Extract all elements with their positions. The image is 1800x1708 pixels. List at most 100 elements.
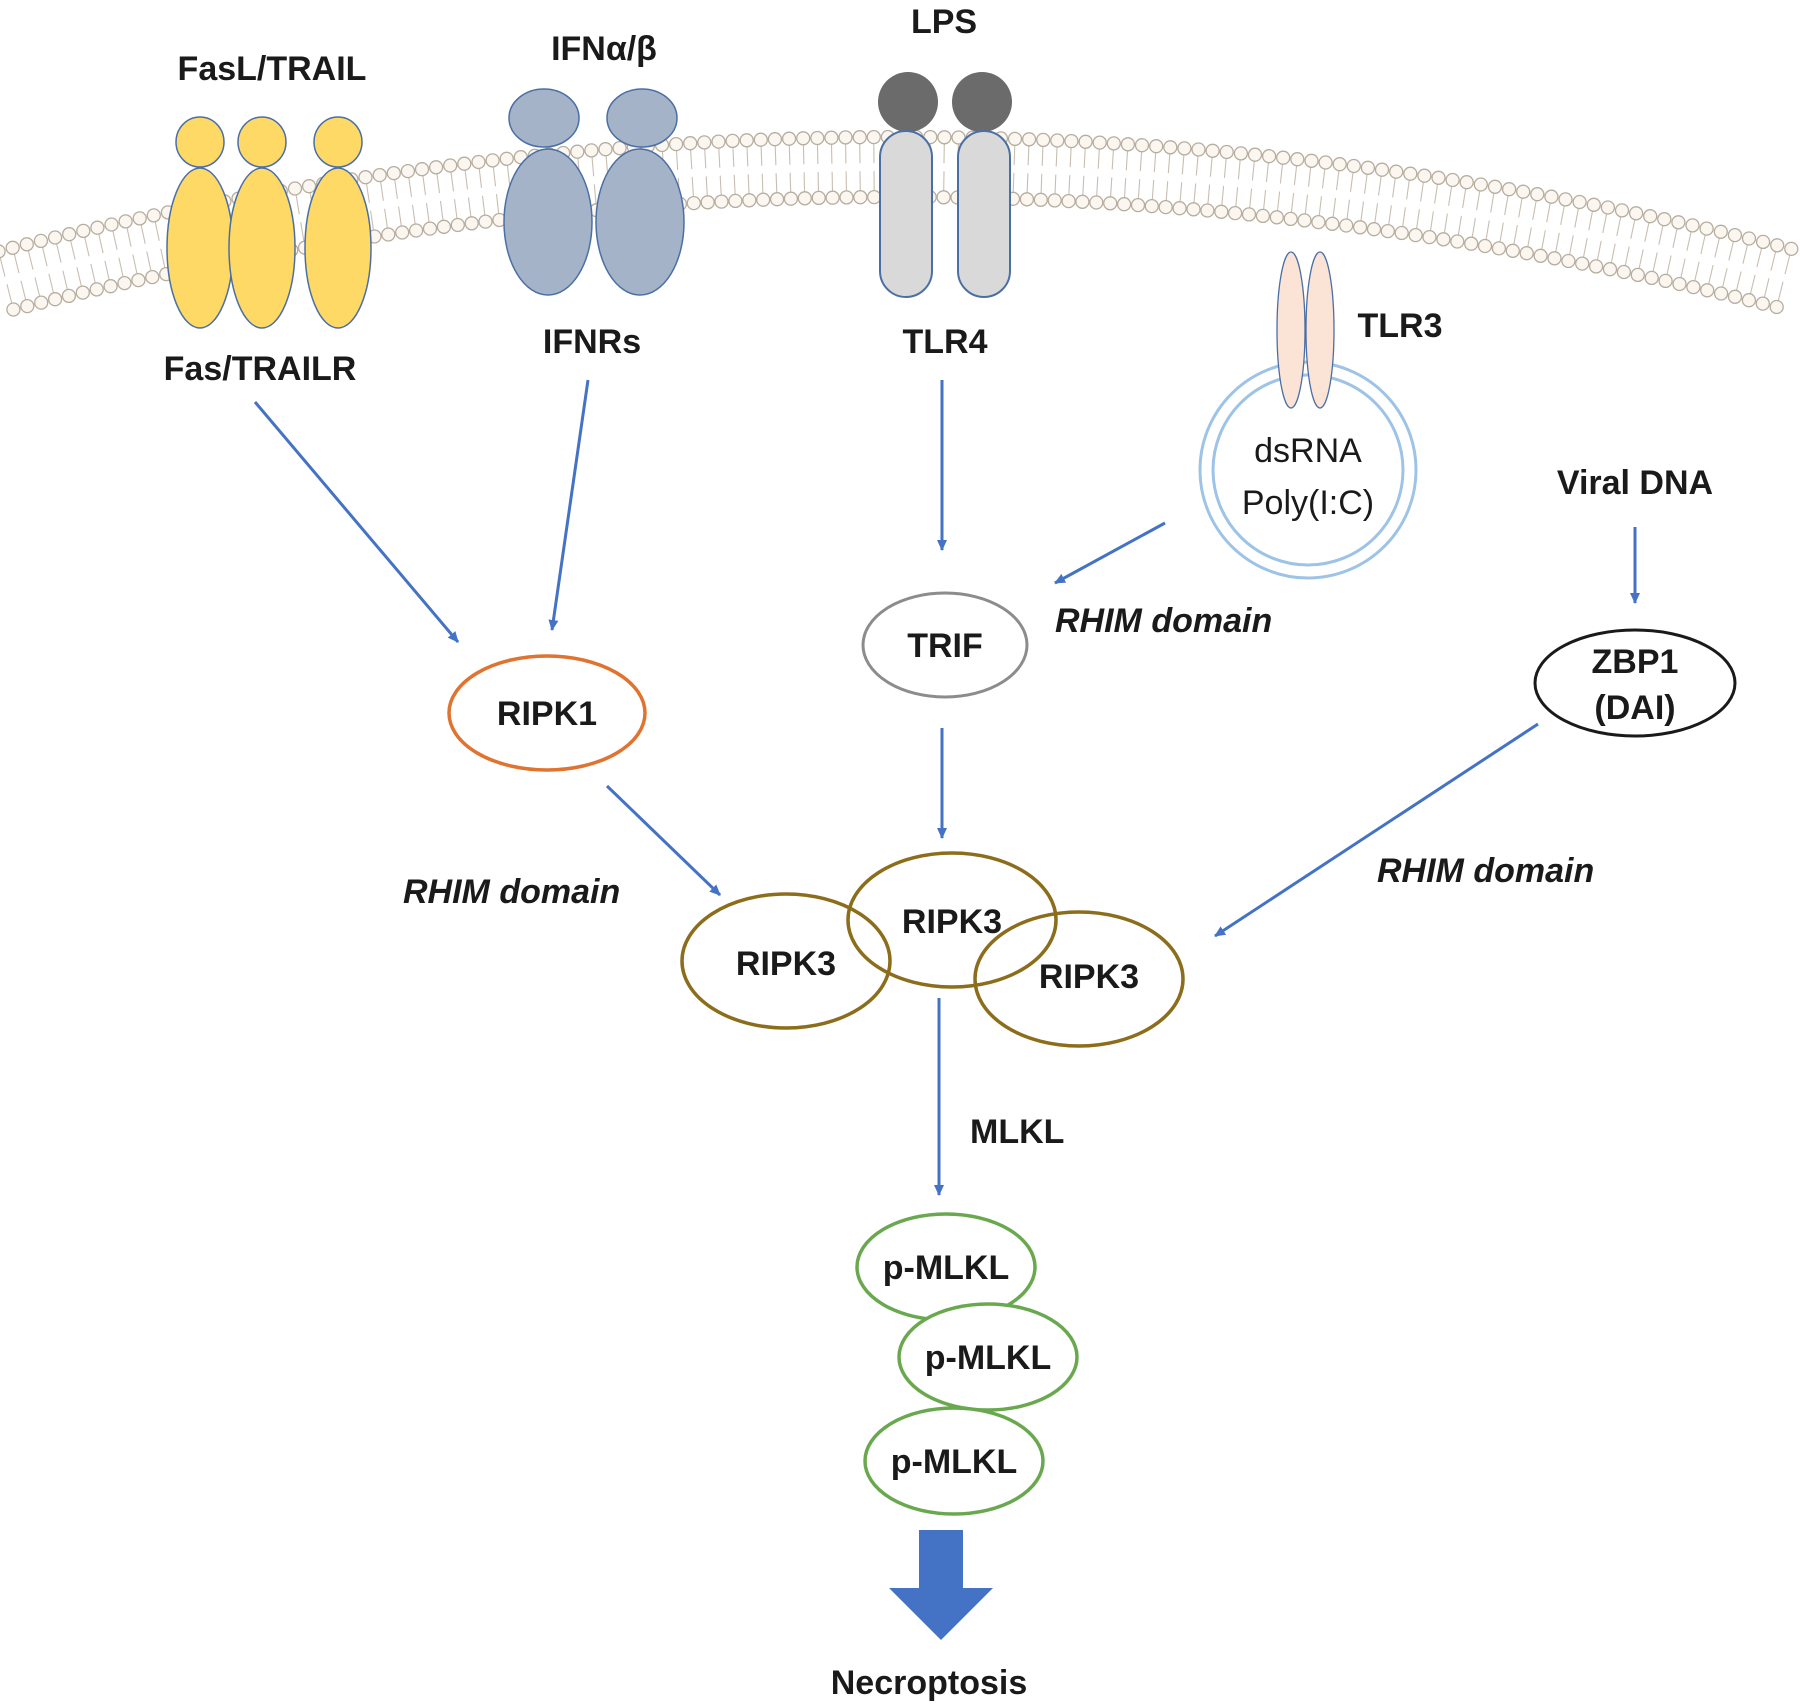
lipid-head (1505, 243, 1520, 258)
lipid-head (1352, 220, 1368, 235)
lipid-head (742, 193, 757, 208)
lipid-head (810, 130, 825, 146)
label-pmlkl-1: p-MLKL (883, 1249, 1010, 1287)
lipid-head (1586, 197, 1601, 212)
tlr3-receptor (1276, 251, 1335, 409)
lipid-head (1050, 133, 1065, 148)
tlr4-receptor (879, 130, 1011, 298)
lipid-head (1558, 192, 1573, 207)
lipid-head (852, 130, 867, 145)
lipid-head (1389, 164, 1404, 179)
lipid-head (1019, 192, 1035, 207)
lipid-head (1616, 264, 1632, 280)
lipid-head (457, 156, 472, 171)
lipid-head (1533, 248, 1548, 263)
lipid-head (1575, 256, 1590, 271)
lipid-head (1672, 276, 1687, 292)
label-pmlkl-2: p-MLKL (925, 1339, 1052, 1377)
lipid-head (76, 223, 91, 239)
lipid-head (1727, 289, 1743, 304)
lipid-head (1491, 241, 1507, 256)
lipid-head (1473, 177, 1488, 192)
label-mlkl: MLKL (970, 1113, 1064, 1151)
pmlkl-node-2 (897, 1302, 1079, 1412)
label-rhim-domain-ripk1: RHIM domain (403, 873, 620, 911)
lipid-head (1422, 229, 1437, 245)
label-ifnrs: IFNRs (543, 323, 641, 361)
lipid-head (62, 227, 77, 242)
lipid-head (1417, 168, 1432, 183)
lipid-head (1408, 227, 1423, 243)
lipid-head (1172, 201, 1187, 216)
lipid-head (867, 189, 882, 205)
lipid-head (1075, 194, 1090, 209)
lipid-head (1311, 214, 1326, 230)
label-rhim-domain-trif: RHIM domain (1055, 602, 1272, 640)
lipid-head (1134, 138, 1150, 153)
lipid-head (6, 302, 21, 317)
lipid-head (1304, 153, 1319, 168)
lipid-head (811, 190, 826, 206)
label-ripk3-center: RIPK3 (902, 903, 1002, 941)
label-ripk3-right: RIPK3 (1039, 958, 1139, 996)
lipid-head (485, 153, 500, 168)
lipid-head (1064, 133, 1079, 149)
lipid-head (1241, 207, 1257, 222)
lipid-head (414, 162, 430, 177)
lipid-head (1214, 204, 1229, 219)
lipid-head (1671, 215, 1686, 230)
lipid-head (34, 295, 49, 310)
lipid-head (1450, 234, 1465, 249)
lipid-head (499, 151, 514, 166)
lipid-head (1755, 234, 1771, 250)
lipid-head (1644, 270, 1659, 286)
lipid-head (1360, 160, 1376, 175)
lipid-head (1600, 200, 1616, 215)
lipid-head (301, 179, 317, 194)
lipid-head (118, 214, 133, 229)
lipid-head (1755, 296, 1770, 311)
lipid-head (1544, 189, 1559, 204)
lipid-head (1332, 157, 1347, 172)
label-pmlkl-3: p-MLKL (891, 1443, 1018, 1481)
zbp1-node (1533, 628, 1737, 738)
necroptosis-arrow (889, 1530, 993, 1640)
endosome (1198, 360, 1418, 580)
lipid-head (1628, 206, 1644, 221)
lipid-head (1366, 222, 1382, 237)
lipid-head (1089, 195, 1104, 210)
lipid-head (464, 216, 479, 231)
arrow-endosome-to-trif (1054, 521, 1166, 585)
lipid-head (117, 275, 132, 291)
lipid-head (19, 237, 34, 252)
lipid-head (1445, 172, 1460, 188)
pmlkl-node-3 (863, 1406, 1045, 1516)
label-fas-trailr: Fas/TRAILR (164, 350, 357, 388)
lipid-head (1588, 259, 1604, 274)
lipid-head (1103, 196, 1118, 211)
lipid-head (1685, 218, 1700, 233)
lipid-head (769, 192, 785, 207)
lipid-head (1403, 166, 1418, 181)
lipid-head (1290, 152, 1305, 167)
arrow-ripk1-to-ripk3 (605, 784, 722, 897)
lipid-head (1614, 203, 1630, 218)
label-ripk3-left: RIPK3 (736, 945, 836, 983)
lipid-head (395, 225, 410, 240)
lipid-head (1149, 139, 1164, 154)
lipid-head (1374, 162, 1390, 177)
lipid-head (584, 143, 599, 158)
lipid-head (33, 233, 49, 249)
trif-node (861, 591, 1029, 699)
lipid-head (47, 292, 63, 307)
lipid-head (1436, 232, 1451, 247)
arrow-ifnr-to-ripk1 (548, 379, 590, 631)
lipid-head (686, 195, 701, 211)
lipid-head (1547, 251, 1562, 266)
lipid-head (1630, 267, 1645, 283)
lipid-head (781, 131, 797, 146)
lipid-head (838, 130, 853, 145)
lipid-head (1713, 286, 1729, 301)
lipid-head (104, 217, 119, 232)
lipid-head (471, 154, 486, 170)
